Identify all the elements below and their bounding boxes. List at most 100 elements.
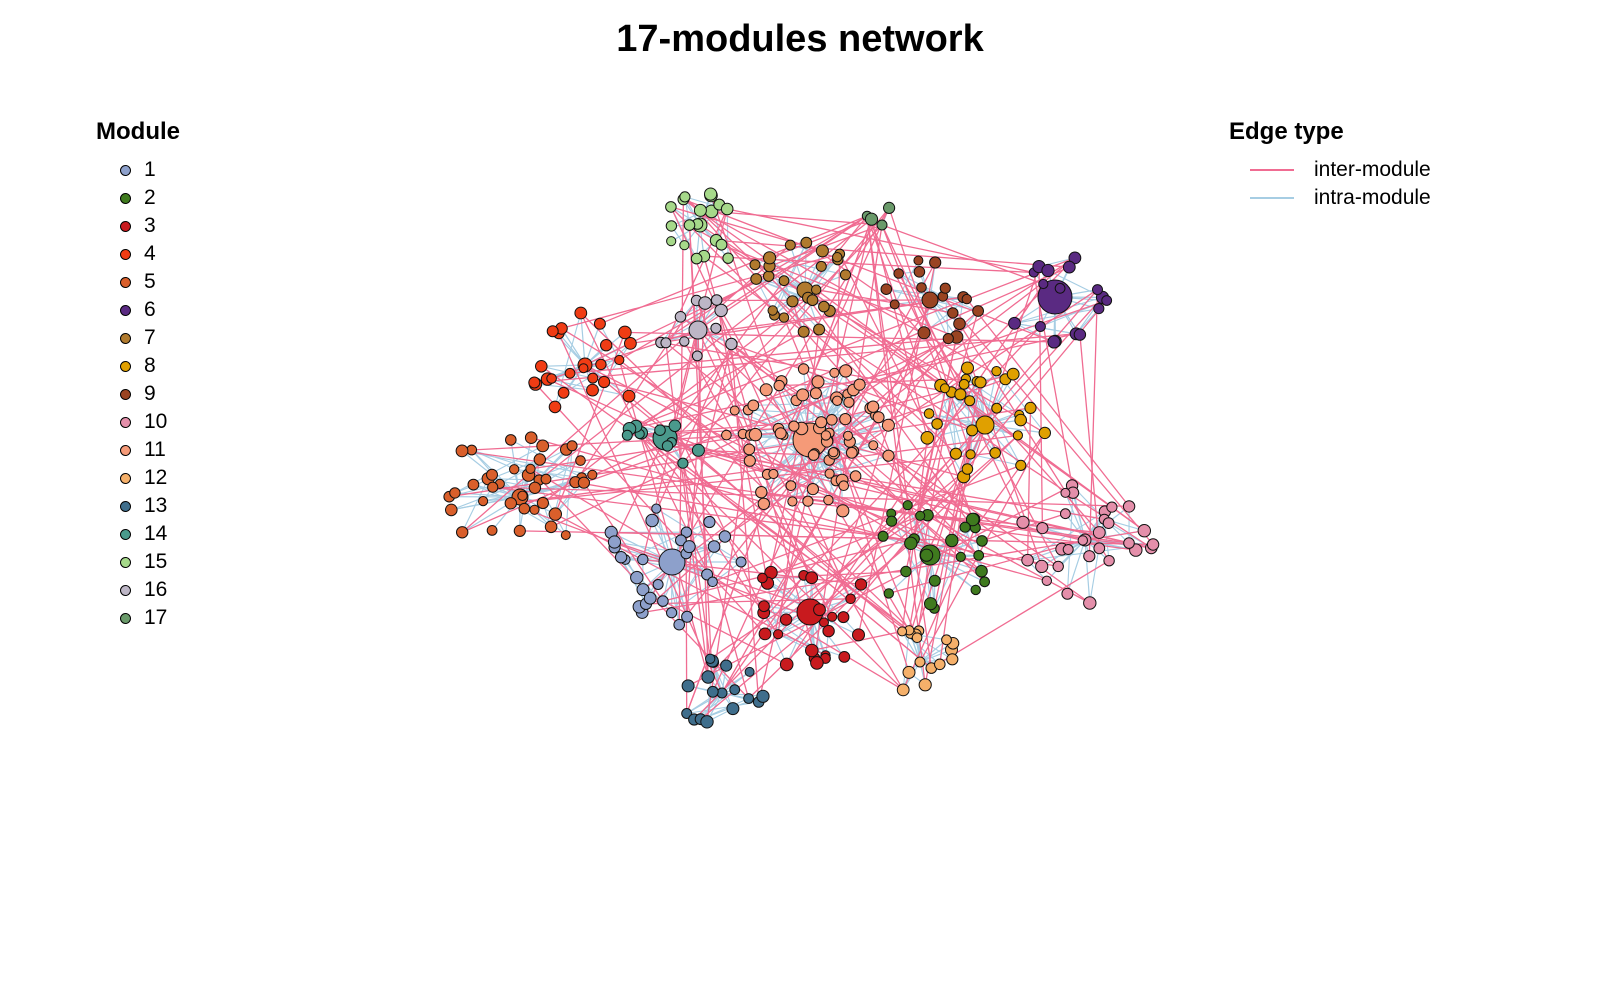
network-node <box>1041 575 1053 586</box>
network-node <box>743 693 754 704</box>
network-node <box>691 443 705 457</box>
network-node <box>768 468 779 480</box>
network-node <box>1038 426 1052 440</box>
network-node <box>965 512 980 527</box>
network-node <box>964 395 976 407</box>
network-node <box>652 579 664 590</box>
inter-module-edge <box>618 359 768 475</box>
network-node <box>666 236 677 247</box>
inter-module-edge <box>670 206 852 600</box>
network-node <box>767 305 778 316</box>
network-node <box>577 476 591 489</box>
inter-module-edge <box>769 218 872 259</box>
network-node <box>972 305 984 317</box>
network-node <box>557 386 570 399</box>
inter-module-edge <box>1026 407 1032 561</box>
inter-module-edge <box>614 541 820 611</box>
network-node <box>607 535 622 549</box>
network-node <box>806 294 819 307</box>
network-node <box>918 678 932 692</box>
network-node <box>1035 559 1049 574</box>
module-label: 15 <box>144 550 168 573</box>
network-node <box>805 571 819 585</box>
network-node <box>486 468 498 481</box>
network-node <box>575 455 586 466</box>
network-node <box>872 411 885 424</box>
network-node <box>643 591 657 605</box>
network-node <box>749 259 761 271</box>
network-node <box>1073 328 1087 341</box>
inter-module-edge <box>866 215 932 669</box>
network-node <box>849 470 862 482</box>
network-node <box>854 578 868 591</box>
network-node <box>929 256 942 269</box>
intra-module-edge <box>1014 322 1080 336</box>
network-nodes <box>443 187 1160 729</box>
network-node <box>774 427 787 440</box>
network-node <box>829 367 840 378</box>
network-node <box>529 504 540 515</box>
intra-module-edge <box>894 260 919 305</box>
network-node <box>758 627 772 641</box>
network-node <box>911 632 923 644</box>
network-node <box>487 481 499 493</box>
network-node <box>1123 537 1135 549</box>
module-label: 13 <box>144 494 168 517</box>
module-legend-item: 2 <box>120 184 167 212</box>
inter-module-edge <box>645 598 851 605</box>
network-node <box>564 367 576 379</box>
network-node <box>735 556 747 568</box>
network-node <box>513 524 526 538</box>
inter-module-edge <box>842 300 1108 618</box>
inter-module-edge <box>583 482 664 602</box>
network-node <box>923 408 935 419</box>
network-node <box>621 429 633 441</box>
module-label: 2 <box>144 186 156 209</box>
network-node <box>837 611 850 624</box>
inter-module-edge <box>909 430 973 634</box>
inter-module-edge <box>881 224 946 389</box>
intra-module-edge <box>686 701 759 715</box>
network-node <box>1106 501 1118 513</box>
inter-module-edge <box>662 600 787 665</box>
network-node <box>1092 526 1106 539</box>
network-node <box>698 296 712 310</box>
inter-module-edge <box>818 328 1152 549</box>
module-legend-item: 13 <box>120 492 167 520</box>
inter-module-edge <box>510 452 996 504</box>
inter-module-edge <box>629 333 1077 430</box>
network-node <box>704 187 718 201</box>
network-node <box>546 325 559 338</box>
intra-module-edge <box>656 508 742 563</box>
network-node <box>747 399 760 412</box>
network-node <box>897 626 908 637</box>
module-legend: 1 2 3 4 5 6 7 8 9 10 11 12 13 14 15 16 1… <box>120 156 167 632</box>
network-node <box>660 337 672 349</box>
module-label: 14 <box>144 522 168 545</box>
module-swatch <box>120 528 131 540</box>
network-node <box>928 574 941 587</box>
network-node <box>1102 517 1115 529</box>
network-node <box>979 576 990 588</box>
network-node <box>838 651 851 663</box>
intra-module-edge <box>984 424 1045 434</box>
inter-module-edge <box>683 341 833 618</box>
module-swatch <box>120 444 131 456</box>
network-node <box>1052 560 1064 573</box>
network-node <box>1034 321 1046 332</box>
network-node <box>449 487 461 499</box>
intra-module-edge <box>763 612 788 665</box>
network-node <box>706 685 719 698</box>
network-node <box>679 336 690 347</box>
module-label: 5 <box>144 270 156 293</box>
network-node <box>1024 401 1037 414</box>
network-node <box>991 366 1002 377</box>
network-node <box>785 480 797 492</box>
network-node <box>1068 251 1082 265</box>
network-node <box>726 702 740 716</box>
network-node <box>1137 524 1152 538</box>
inter-module-edge <box>766 207 890 475</box>
inter-module-edge <box>689 224 1046 434</box>
network-node <box>805 643 819 658</box>
network-node <box>809 387 822 400</box>
